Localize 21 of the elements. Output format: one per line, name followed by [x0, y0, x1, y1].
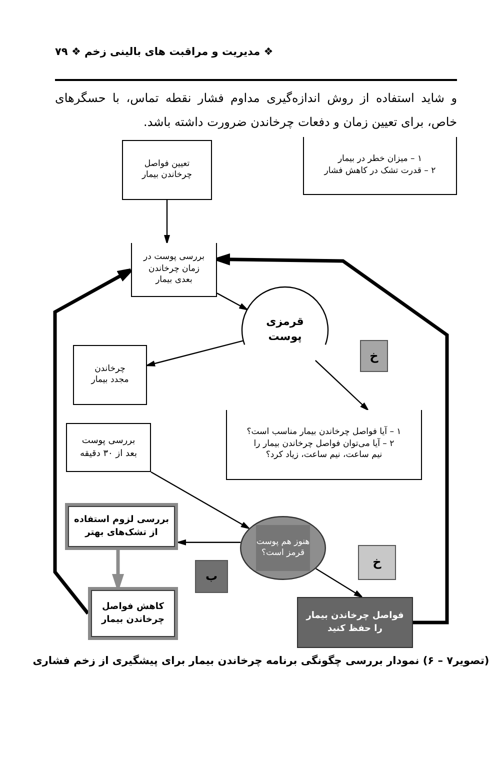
process-box: بررسی پوست در زمان چرخاندن بعدی بیمار — [131, 243, 217, 297]
letter-tile: خ — [360, 340, 388, 372]
decision-ellipse: هنوز هم پوست قرمز است؟ — [240, 516, 326, 580]
note-box — [303, 137, 457, 195]
letter-tile: خ — [358, 545, 396, 580]
process-box: بررسی لزوم استفاده از تشک‌های بهتر — [65, 503, 178, 550]
list-item: ۱ – میزان خطر در بیمار — [338, 154, 422, 166]
circle-node: قرمزی پوست — [242, 287, 328, 373]
letter-tile: ب — [195, 560, 228, 593]
process-box: کاهش فواصل چرخاندن بیمار — [88, 587, 178, 640]
list-item: ۱ – آیا فواصل چرخاندن بیمار مناسب است؟ — [246, 427, 402, 438]
caption: (تصویر۷ – ۶) نمودار بررسی چگونگی برنامه چرخاندن بیمار برای پیشگیری از زخم فشاری — [32, 655, 490, 667]
list-item: ۲ – آیا می‌توان فواصل چرخاندن بیمار را نیم ساعت، نیم ساعت، زیاد کرد؟ — [252, 438, 396, 462]
process-box: فواصل چرخاندن بیمار را حفظ کنید — [297, 597, 413, 648]
process-box: تعیین فواصل چرخاندن بیمار — [122, 140, 212, 200]
process-box: چرخاندن مجدد بیمار — [73, 345, 147, 405]
process-box: بررسی پوست بعد از ۳۰ دقیقه — [66, 423, 151, 472]
question-box — [226, 410, 422, 480]
paragraph: و شاید استفاده از روش اندازه‌گیری مداوم فشار نقطه تماس، با حسگرهای خاص، برای تعیین زمان و دفعات چرخاندن ضرورت داشته باشد. — [55, 90, 457, 131]
list-item: ۲ – قدرت تشک در کاهش فشار — [324, 166, 436, 177]
running-header: ❖ مدیریت و مراقبت های بالینی زخم ❖ ۷۹ — [55, 46, 274, 58]
